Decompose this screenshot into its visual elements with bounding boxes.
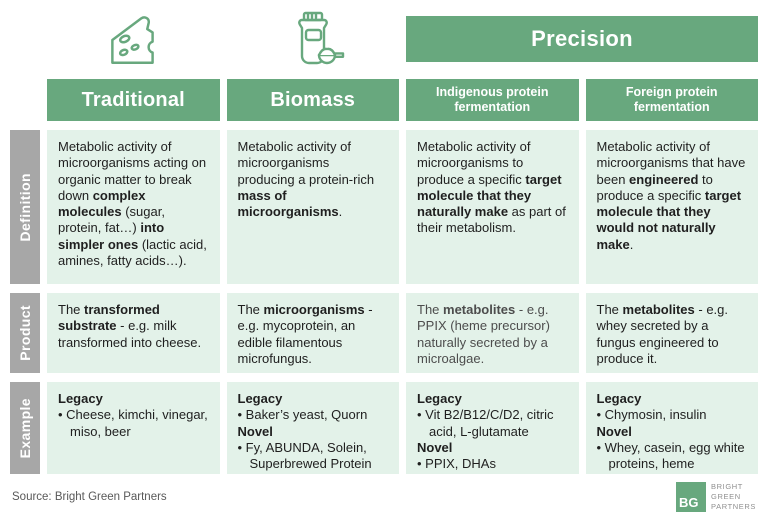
cell-product-biomass: The microorganisms - e.g. mycoprotein, a… — [226, 293, 399, 373]
source-note: Source: Bright Green Partners — [12, 491, 167, 504]
row-label-definition: Definition — [10, 130, 40, 284]
footer: Source: Bright Green Partners BG BRIGHT … — [10, 482, 758, 512]
comparison-table: Precision Traditional Biomass Indigenous… — [10, 8, 758, 474]
column-header-traditional: Traditional — [47, 79, 220, 121]
row-label-product: Product — [10, 293, 40, 373]
protein-powder-icon — [227, 8, 400, 70]
cell-definition-indigenous: Metabolic activity of microorganisms to … — [406, 130, 579, 284]
cell-example-traditional: Legacy• Cheese, kimchi, vinegar, miso, b… — [47, 382, 220, 474]
cell-definition-traditional: Metabolic activity of microorganisms act… — [47, 130, 220, 284]
row-label-example: Example — [10, 382, 40, 474]
cell-product-foreign: The metabolites - e.g. whey secreted by … — [585, 293, 758, 373]
logo-wordmark: BRIGHT GREEN PARTNERS — [711, 482, 756, 512]
precision-header: Precision — [406, 16, 758, 62]
cell-product-traditional: The transformed substrate - e.g. milk tr… — [47, 293, 220, 373]
cheese-icon — [47, 8, 220, 70]
cell-product-indigenous: The metabolites - e.g. PPIX (heme precur… — [406, 293, 579, 373]
brand-logo: BG BRIGHT GREEN PARTNERS — [676, 482, 756, 512]
column-header-biomass: Biomass — [226, 79, 399, 121]
logo-monogram: BG — [676, 482, 707, 512]
cell-example-indigenous: Legacy• Vit B2/B12/C/D2, citric acid, L-… — [406, 382, 579, 474]
cell-definition-foreign: Metabolic activity of microorganisms tha… — [585, 130, 758, 284]
column-header-indigenous: Indigenous protein fermentation — [406, 79, 579, 121]
column-header-foreign: Foreign protein fermentation — [585, 79, 758, 121]
cell-definition-biomass: Metabolic activity of microorganisms pro… — [226, 130, 399, 284]
